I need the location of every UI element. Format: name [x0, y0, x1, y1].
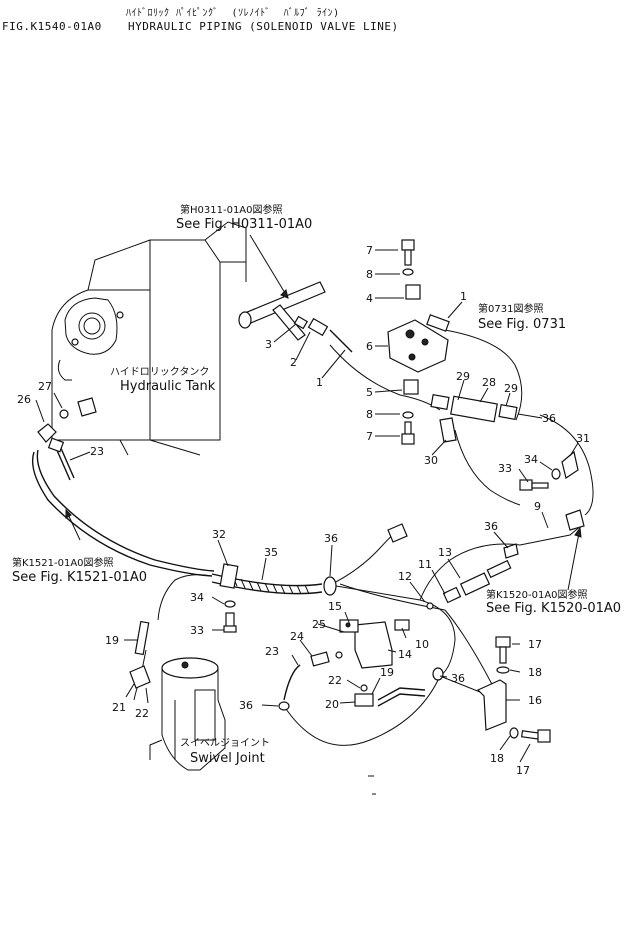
- ref-h0311: See Fig. H0311-01A0: [176, 217, 312, 232]
- callout-21: 21: [112, 701, 126, 714]
- callout-17: 17: [516, 764, 530, 777]
- hydraulic-tank: [51, 221, 247, 456]
- callout-7: 7: [366, 244, 373, 257]
- callout-36: 36: [324, 532, 338, 545]
- callout-19: 19: [105, 634, 119, 647]
- ref-k1521: See Fig. K1521-01A0: [12, 570, 147, 585]
- callout-16: 16: [528, 694, 542, 707]
- callout-13: 13: [438, 546, 452, 559]
- callout-6: 6: [366, 340, 373, 353]
- callout-31: 31: [576, 432, 590, 445]
- callout-14: 14: [398, 648, 412, 661]
- ref-0731: See Fig. 0731: [478, 317, 566, 332]
- callout-36: 36: [484, 520, 498, 533]
- callout-36: 36: [451, 672, 465, 685]
- callout-17: 17: [528, 638, 542, 651]
- header-japanese-title: ﾊｲﾄﾞﾛﾘｯｸ ﾊﾟｲﾋﾟﾝｸﾞ (ｿﾚﾉｲﾄﾞ ﾊﾞﾙﾌﾞ ﾗｲﾝ): [126, 8, 340, 19]
- callout-8: 8: [366, 408, 373, 421]
- callout-10: 10: [415, 638, 429, 651]
- callout-28: 28: [482, 376, 496, 389]
- callout-7: 7: [366, 430, 373, 443]
- callout-4: 4: [366, 292, 373, 305]
- callout-3: 3: [265, 338, 272, 351]
- hose-lines: [31, 329, 594, 746]
- callout-30: 30: [424, 454, 438, 467]
- callout-22: 22: [135, 707, 149, 720]
- swivel-label-jp: スイベルジョイント: [180, 737, 270, 749]
- callout-35: 35: [264, 546, 278, 559]
- callout-15: 15: [328, 600, 342, 613]
- callout-32: 32: [212, 528, 226, 541]
- callout-2: 2: [290, 356, 297, 369]
- ref-h0311-jp: 第H0311-01A0図参照: [180, 203, 283, 216]
- fittings: [37, 239, 585, 743]
- ref-0731-jp: 第0731図参照: [478, 302, 543, 315]
- callout-18: 18: [490, 752, 504, 765]
- callout-1: 1: [460, 290, 467, 303]
- callout-8: 8: [366, 268, 373, 281]
- callout-11: 11: [418, 558, 432, 571]
- callout-29: 29: [504, 382, 518, 395]
- callout-25: 25: [312, 618, 326, 631]
- callout-numbers: 7 8 4 6 5 8 7 1 3 2 1 29 28 29 36 30 31 …: [17, 244, 590, 777]
- figure-id: FIG.K1540-01A0: [2, 20, 102, 33]
- callout-34: 34: [190, 591, 204, 604]
- callout-20: 20: [325, 698, 339, 711]
- callout-27: 27: [38, 380, 52, 393]
- callout-29: 29: [456, 370, 470, 383]
- leader-lines: [35, 234, 582, 795]
- callout-5: 5: [366, 386, 373, 399]
- callout-9: 9: [534, 500, 541, 513]
- callout-22: 22: [328, 674, 342, 687]
- tank-label: Hydraulic Tank: [120, 379, 216, 394]
- callout-18: 18: [528, 666, 542, 679]
- callout-24: 24: [290, 630, 304, 643]
- callout-1: 1: [316, 376, 323, 389]
- ref-k1520: See Fig. K1520-01A0: [486, 601, 621, 616]
- swivel-label: Swivel Joint: [190, 751, 265, 766]
- tank-label-jp: ハイドロリックタンク: [110, 366, 209, 378]
- callout-19: 19: [380, 666, 394, 679]
- callout-34: 34: [524, 453, 538, 466]
- callout-12: 12: [398, 570, 412, 583]
- ref-k1521-jp: 第K1521-01A0図参照: [12, 556, 114, 569]
- callout-36: 36: [542, 412, 556, 425]
- callout-33: 33: [190, 624, 204, 637]
- diagram-title: HYDRAULIC PIPING (SOLENOID VALVE LINE): [128, 20, 399, 33]
- callout-26: 26: [17, 393, 31, 406]
- callout-33: 33: [498, 462, 512, 475]
- callout-23: 23: [90, 445, 104, 458]
- swivel-joint: [149, 657, 226, 771]
- callout-23: 23: [265, 645, 279, 658]
- ref-k1520-jp: 第K1520-01A0図参照: [486, 588, 588, 601]
- callout-36: 36: [239, 699, 253, 712]
